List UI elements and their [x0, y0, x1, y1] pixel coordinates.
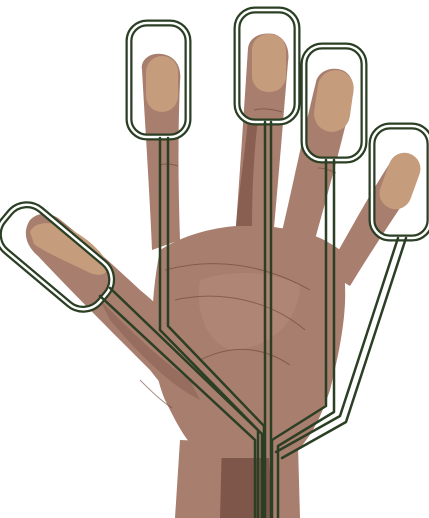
- thumb-shadow: [100, 300, 200, 400]
- palm-highlight: [198, 273, 300, 350]
- ring-wire-a: [270, 158, 328, 518]
- sensor-wiring: [0, 6, 429, 518]
- index-wire-a: [158, 136, 260, 518]
- index-nail: [146, 56, 178, 112]
- hand: [25, 33, 421, 518]
- middle-nail: [252, 34, 286, 92]
- thumb-nail: [30, 223, 109, 275]
- pinky-wire-a: [274, 236, 400, 454]
- ring-nail: [314, 70, 354, 132]
- pinky-nail: [379, 152, 421, 210]
- thumb-wire-b: [108, 286, 264, 518]
- thumb-wire-a: [98, 294, 257, 518]
- ring-wire-b: [276, 158, 336, 518]
- wire-bundle: [98, 120, 408, 518]
- pinky-wire-b: [280, 236, 408, 460]
- middle-finger-shadow: [236, 120, 258, 226]
